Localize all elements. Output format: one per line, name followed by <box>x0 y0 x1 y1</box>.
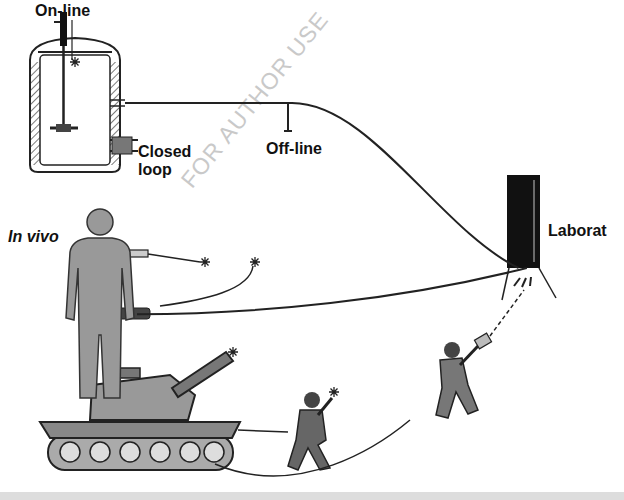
pipe-connector <box>137 268 527 314</box>
node-label: Laborat <box>548 222 607 240</box>
bioreactor-outline <box>25 35 125 175</box>
bottom-bar <box>0 492 624 500</box>
node-label: In vivo <box>8 228 59 246</box>
soldier-head <box>304 392 320 408</box>
soldier-body <box>288 410 330 470</box>
offline-valve <box>284 130 292 132</box>
soldier-arm <box>460 346 478 365</box>
lab-plug <box>514 278 520 286</box>
field-device <box>474 333 491 349</box>
tank-wheel <box>180 442 200 462</box>
outlet-pipe <box>110 105 125 107</box>
tank-hatch <box>118 368 140 378</box>
cabinet-leg <box>539 268 556 298</box>
lab-plug <box>530 277 531 286</box>
offline-pipe <box>287 103 289 132</box>
pipe-connector <box>125 103 519 268</box>
tank-barrel <box>172 352 233 397</box>
outlet-pipe <box>110 99 125 101</box>
lab-plug <box>522 278 526 287</box>
node-label: Closed loop <box>138 143 200 179</box>
callout-label: Off-line <box>266 140 322 158</box>
sensor-star <box>70 57 80 67</box>
human-body <box>66 238 134 398</box>
soldier-arm <box>318 398 332 415</box>
sensor-star <box>250 257 260 267</box>
sensor-star <box>329 387 339 397</box>
field-link <box>215 420 410 476</box>
cabinet-edge <box>533 180 535 262</box>
soldier-head <box>444 342 460 358</box>
lab-node: Laborat <box>507 175 540 268</box>
stirrer-shaft <box>62 46 65 128</box>
loop-probe <box>112 137 132 154</box>
tank-hull <box>40 422 240 438</box>
human-head <box>87 209 113 235</box>
tank-wheel <box>150 442 170 462</box>
flange <box>38 51 112 53</box>
impeller-hub <box>56 124 71 132</box>
sensor-star <box>228 347 238 357</box>
tank-wheel <box>204 442 224 462</box>
tank-wheel <box>60 442 80 462</box>
jacket <box>30 38 120 172</box>
tank-wheel <box>90 442 110 462</box>
sensor-star <box>200 257 210 267</box>
cabinet-leg <box>502 268 509 300</box>
field-link <box>238 430 288 432</box>
human-outline <box>62 205 137 400</box>
bioreactor-node: On-lineClosed loop <box>25 35 125 175</box>
sensor-wire <box>71 20 72 60</box>
wireless-link <box>490 290 524 336</box>
jacket-hatch <box>31 62 40 165</box>
probe-wire <box>148 254 200 262</box>
tank-wheel <box>120 442 140 462</box>
node-label: On-line <box>35 2 90 20</box>
probe-handle <box>54 21 60 23</box>
human-node: In vivo <box>62 205 137 400</box>
lab-cabinet <box>507 175 540 268</box>
soldier-body <box>436 358 478 418</box>
vessel <box>40 55 110 165</box>
tank-track <box>48 435 233 470</box>
probe-wire <box>160 266 253 306</box>
watermark: FOR AUTHOR USE <box>176 7 334 194</box>
